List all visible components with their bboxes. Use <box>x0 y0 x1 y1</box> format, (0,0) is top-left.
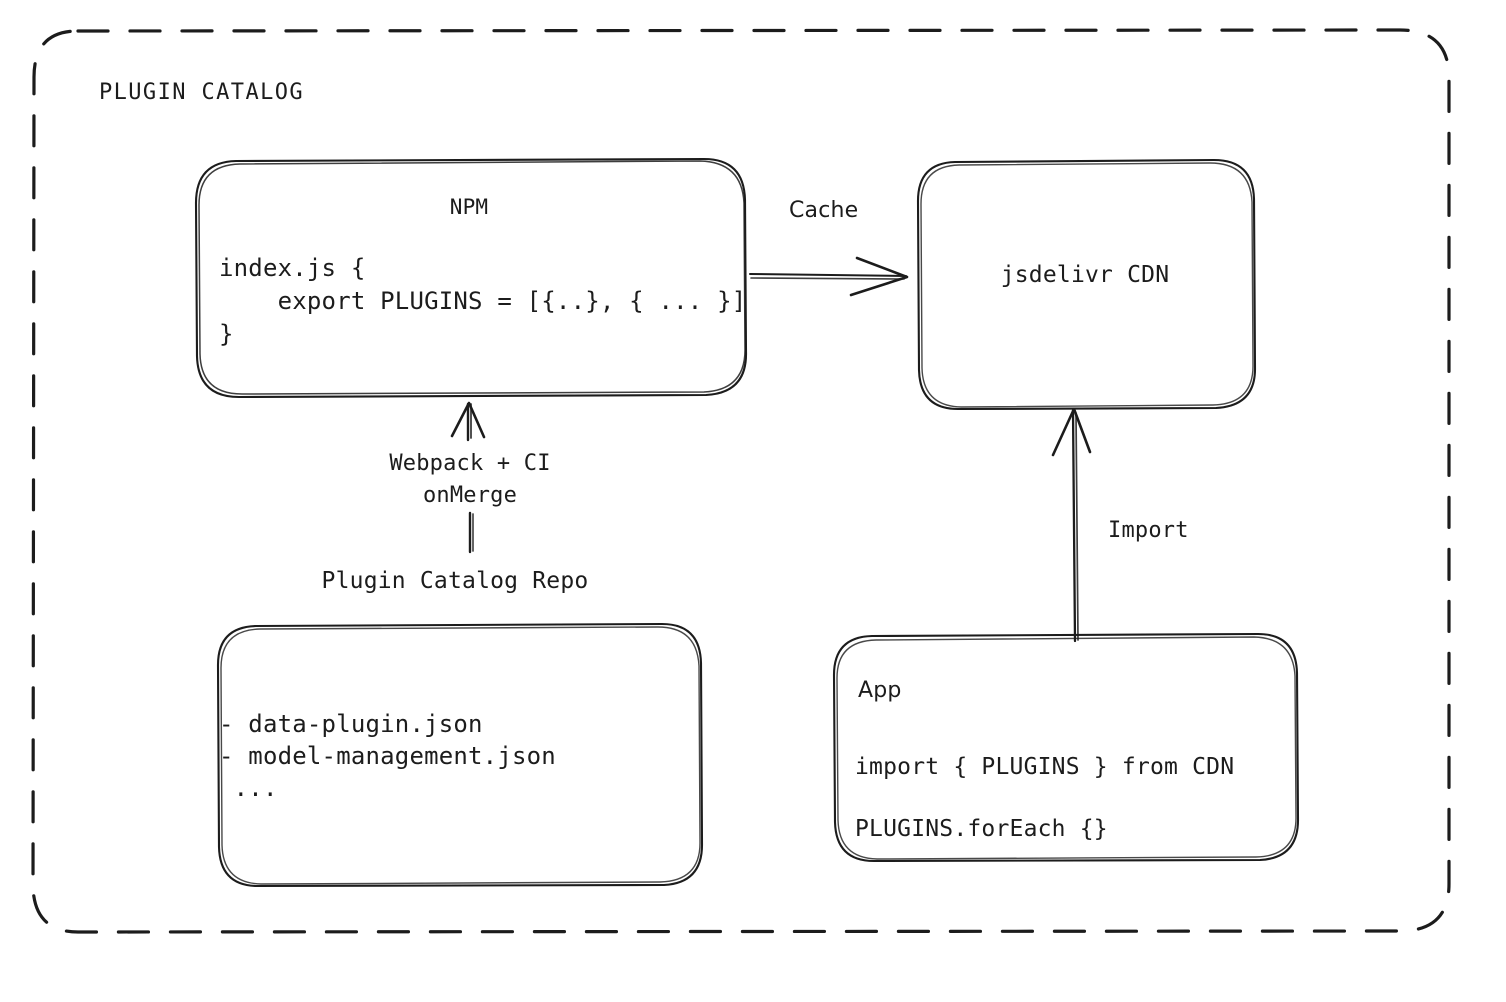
edge-repo-to-npm <box>450 401 486 554</box>
repo-list-item: - data-plugin.json <box>219 710 483 738</box>
repo-list-item: ... <box>219 774 278 802</box>
edge-npm-to-cdn <box>749 256 909 297</box>
cdn-node-shape <box>916 158 1257 411</box>
edge-label-import: Import <box>1108 518 1189 543</box>
repo-node-title: Plugin Catalog Repo <box>321 568 589 594</box>
app-node-title: App <box>858 678 902 703</box>
app-code-line-1: import { PLUGINS } from CDN <box>855 754 1235 780</box>
cdn-node-title: jsdelivr CDN <box>1000 262 1170 288</box>
npm-code-line-3: } <box>219 320 234 348</box>
edge-app-to-cdn <box>1051 407 1092 643</box>
edge-label-cache: Cache <box>789 198 859 223</box>
plugin-catalog-container-border <box>31 28 1451 934</box>
edge-label-webpack-ci: Webpack + CI <box>389 451 551 476</box>
repo-list-item: - model-management.json <box>219 742 556 770</box>
repo-node-shape <box>216 622 704 888</box>
app-node-shape <box>832 632 1300 863</box>
app-code-line-2: PLUGINS.forEach {} <box>855 816 1108 842</box>
npm-node-title: NPM <box>449 195 489 219</box>
plugin-catalog-title: PLUGIN CATALOG <box>99 80 305 105</box>
npm-node-shape <box>194 157 748 399</box>
edge-label-onmerge: onMerge <box>422 483 518 508</box>
npm-code-line-2: export PLUGINS = [{..}, { ... }] <box>219 287 747 315</box>
npm-code-line-1: index.js { <box>219 254 366 282</box>
